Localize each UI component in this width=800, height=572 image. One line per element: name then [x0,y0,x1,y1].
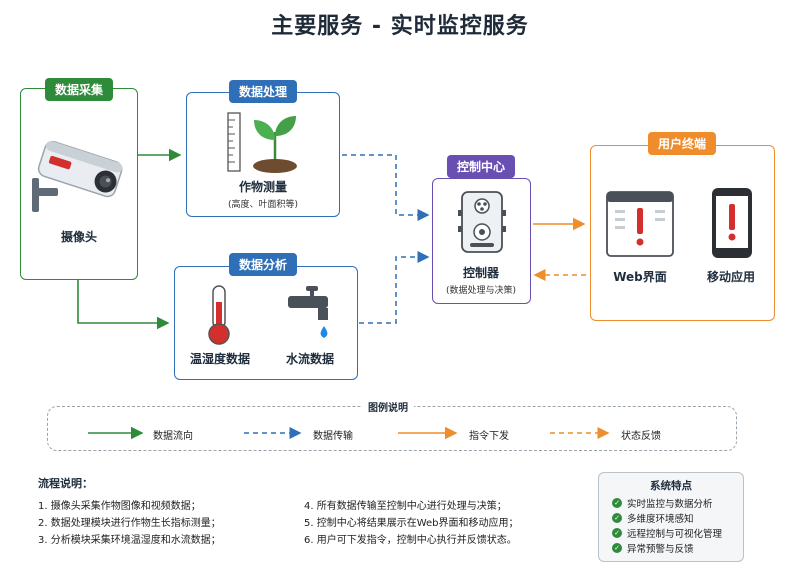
legend-label-transfer: 数据传输 [313,431,353,442]
analysis-box [174,266,358,380]
process-label: 作物测量 [238,180,288,194]
ruler-icon [227,112,241,172]
flow-item-1: 1. 摄像头采集作物图像和视频数据； [38,501,201,512]
check-icon: ✓ [612,543,622,553]
flow-heading: 流程说明： [38,477,93,490]
features-title: 系统特点 [650,480,692,492]
collect-tag: 数据采集 [44,78,114,101]
feature-label: 多维度环境感知 [627,514,694,525]
flow-item-5: 5. 控制中心将结果展示在Web界面和移动应用； [304,518,519,529]
arrow-collect-to-analysis [77,280,170,330]
controller-device-icon [458,191,506,253]
seedling-icon [253,116,297,173]
legend-title: 图例说明 [362,399,414,414]
feature-item-4: ✓ 异常预警与反馈 [612,541,694,555]
flow-item-4: 4. 所有数据传输至控制中心进行处理与决策； [304,501,507,512]
browser-alert-icon [606,191,674,257]
feature-item-3: ✓ 远程控制与可视化管理 [612,526,722,540]
process-tag: 数据处理 [228,80,298,103]
feature-item-1: ✓ 实时监控与数据分析 [612,496,713,510]
control-label: 控制器 [462,266,500,280]
control-sub: (数据处理与决策) [445,286,517,296]
page-title: 主要服务 - 实时监控服务 [271,14,529,39]
feature-label: 异常预警与反馈 [627,544,694,555]
process-sub: (高度、叶面积等) [227,200,299,210]
check-icon: ✓ [612,498,622,508]
control-tag: 控制中心 [446,155,516,178]
check-icon: ✓ [612,513,622,523]
feature-label: 实时监控与数据分析 [627,499,713,510]
legend-label-feedback: 状态反馈 [621,431,661,442]
terminal-label-mobile: 移动应用 [706,270,756,284]
terminal-label-web: Web界面 [613,270,667,284]
analysis-label-temp: 温湿度数据 [189,352,251,366]
feature-label: 远程控制与可视化管理 [627,529,723,540]
check-icon: ✓ [612,528,622,538]
legend-lines [88,426,610,440]
terminal-tag: 用户终端 [647,132,717,155]
analysis-tag: 数据分析 [228,253,298,276]
security-camera-icon [32,140,123,212]
phone-alert-icon [712,188,752,258]
flow-item-3: 3. 分析模块采集环境温湿度和水流数据； [38,535,221,546]
analysis-label-water: 水流数据 [285,352,335,366]
legend-label-flow: 数据流向 [153,431,193,442]
water-faucet-icon [288,286,328,338]
feature-item-2: ✓ 多维度环境感知 [612,511,694,525]
arrow-analysis-to-control [359,251,430,324]
collect-label: 摄像头 [60,230,98,244]
features-box [598,472,744,562]
flow-item-6: 6. 用户可下发指令，控制中心执行并反馈状态。 [304,535,517,546]
arrow-process-to-control [342,154,430,221]
thermometer-icon [208,285,230,345]
flow-item-2: 2. 数据处理模块进行作物生长指标测量； [38,518,221,529]
legend-label-command: 指令下发 [469,431,509,442]
